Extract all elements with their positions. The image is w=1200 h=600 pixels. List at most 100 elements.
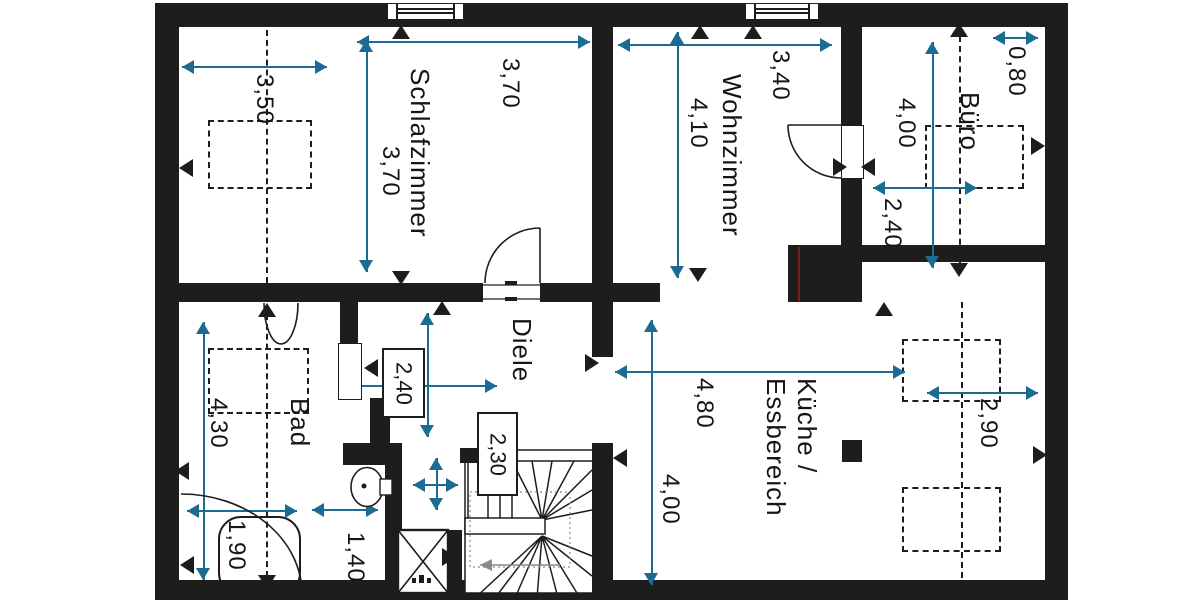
dim-label-410: 4,10 — [685, 98, 712, 149]
scan-artifact-red-line — [798, 247, 800, 302]
dim-label-290: 2,90 — [975, 398, 1002, 449]
black-arrow-down — [875, 583, 893, 597]
window-glass-line — [754, 8, 808, 10]
dim-label-190: 1,90 — [223, 520, 250, 571]
door-swing-schlafzimmer — [484, 227, 541, 284]
dim-line-430 — [203, 322, 205, 580]
dim-arrow — [644, 320, 658, 332]
dim-arrow — [285, 504, 297, 518]
room-label-kueche: Küche / Essbereich — [761, 378, 822, 517]
black-arrow-up — [392, 25, 410, 39]
black-arrow-right — [442, 548, 456, 566]
dim-box-240: 2,40 — [382, 348, 425, 418]
black-arrow-up — [875, 302, 893, 316]
furniture-schlafzimmer — [208, 120, 312, 189]
dim-box-230: 2,30 — [477, 412, 518, 496]
dim-line-290 — [927, 392, 1038, 394]
wall-right — [1045, 3, 1068, 600]
black-arrow-right — [585, 354, 599, 372]
dim-arrow — [578, 35, 590, 49]
bathtub-icon — [218, 516, 301, 596]
black-arrow-right — [1033, 446, 1047, 464]
dim-line-370h — [357, 41, 590, 43]
dim-label-350: 3,50 — [251, 74, 278, 125]
dim-label-370h: 3,70 — [497, 58, 524, 109]
dim-label-080: 0,80 — [1003, 46, 1030, 97]
furniture-kueche-2 — [902, 487, 1001, 552]
black-arrow-up — [950, 23, 968, 37]
dim-arrow — [965, 181, 977, 195]
dim-arrow — [196, 322, 210, 334]
dim-arrow — [187, 504, 199, 518]
wall-wohnzimmer-buero-lower — [841, 177, 862, 245]
dim-arrow — [925, 256, 939, 268]
door-stop-mark — [505, 297, 517, 301]
toilet-cistern-icon — [379, 478, 393, 496]
sink-icon — [263, 302, 299, 345]
dim-arrow — [359, 40, 373, 52]
black-arrow-left — [861, 158, 875, 176]
window-frame-cap — [754, 4, 756, 19]
black-arrow-left — [179, 159, 193, 177]
window-frame-cap — [808, 4, 810, 19]
wall-wohnzimmer-kueche-corner — [788, 245, 862, 302]
window-glass-line — [396, 12, 453, 14]
dim-arrow — [429, 498, 443, 510]
stair-newel-block — [460, 448, 477, 463]
dim-arrow — [644, 573, 658, 585]
dim-arrow — [893, 365, 905, 379]
dim-arrow — [420, 313, 434, 325]
black-arrow-left — [175, 462, 189, 480]
room-label-wohnzimmer: Wohnzimmer — [717, 74, 747, 237]
washing-machine-bad — [208, 348, 309, 414]
stair-walk-line — [469, 491, 571, 571]
window-glass-line — [754, 12, 808, 14]
dim-label-140: 1,40 — [342, 532, 369, 583]
door-stop-mark — [505, 281, 517, 285]
window-schlafzimmer — [387, 3, 464, 20]
wall-bad-stub — [343, 443, 390, 465]
wall-bad-east-upper — [340, 302, 358, 343]
black-arrow-down — [258, 575, 276, 589]
dim-line-350 — [182, 66, 327, 68]
black-arrow-left — [364, 359, 378, 377]
dim-arrow — [993, 31, 1005, 45]
dim-line-cross-h — [413, 484, 458, 486]
dim-arrow — [485, 379, 497, 393]
room-label-schlafzimmer: Schlafzimmer — [405, 68, 435, 238]
dim-line-340 — [618, 44, 832, 46]
wall-bottom-stairs — [465, 593, 613, 600]
dim-line-080 — [993, 37, 1038, 39]
window-frame-cap — [396, 4, 398, 19]
section-line-kueche — [961, 302, 963, 598]
dim-label-240-buero: 2,40 — [879, 198, 906, 249]
dim-arrow — [359, 260, 373, 272]
dim-arrow — [925, 42, 939, 54]
window-wohnzimmer — [745, 3, 819, 20]
window-glass-line — [396, 8, 453, 10]
black-arrow-right — [833, 158, 847, 176]
room-label-bad: Bad — [285, 398, 315, 448]
window-frame-cap — [453, 4, 455, 19]
dim-line-370v — [366, 40, 368, 272]
room-label-buero: Büro — [955, 92, 985, 151]
section-line-bad — [266, 314, 268, 577]
wall-left — [155, 3, 179, 600]
dim-arrow — [670, 266, 684, 278]
dim-arrow — [927, 386, 939, 400]
dim-arrow — [873, 181, 885, 195]
dim-arrow — [446, 478, 458, 492]
black-arrow-up — [744, 25, 762, 39]
kitchen-column — [842, 440, 862, 462]
dim-label-340: 3,40 — [767, 50, 794, 101]
black-arrow-down — [950, 263, 968, 277]
wall-schlafzimmer-bottom-west — [179, 283, 483, 302]
section-line-buero — [959, 36, 961, 265]
black-arrow-up — [433, 301, 451, 315]
black-arrow-up — [691, 25, 709, 39]
dim-label-370v: 3,70 — [377, 146, 404, 197]
shaft-icon — [396, 528, 450, 595]
wall-stairs-east — [592, 443, 613, 600]
